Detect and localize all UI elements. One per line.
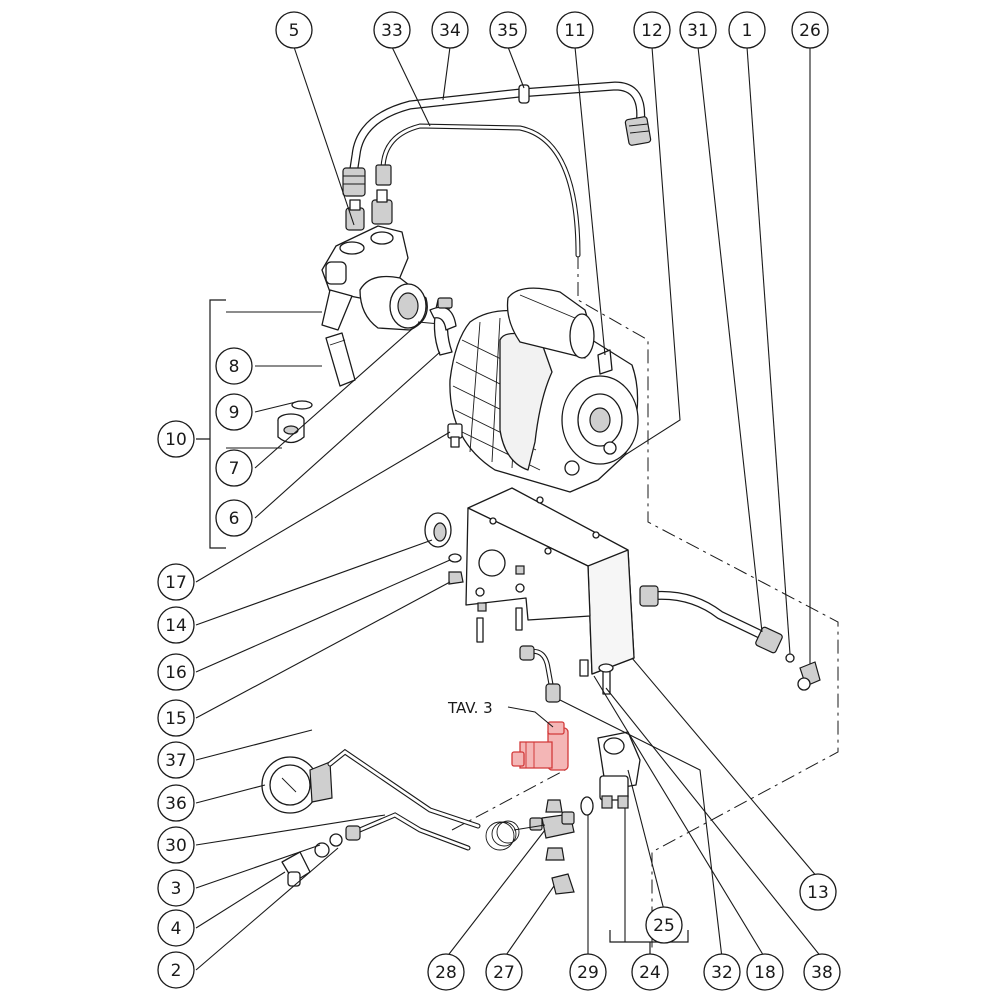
callout-4[interactable]: 4	[157, 909, 195, 947]
svg-text:1: 1	[742, 21, 753, 41]
callout-17[interactable]: 17	[157, 563, 195, 601]
svg-text:18: 18	[754, 963, 776, 983]
svg-text:10: 10	[165, 430, 187, 450]
assembly-guide-lines	[451, 255, 839, 952]
svg-text:13: 13	[807, 883, 829, 903]
drain-tap	[281, 851, 311, 887]
svg-text:2: 2	[171, 961, 182, 981]
svg-text:33: 33	[381, 21, 403, 41]
callout-38[interactable]: 38	[803, 953, 841, 991]
callout-34[interactable]: 34	[431, 11, 469, 49]
flex-hose	[639, 585, 821, 691]
pump-motor	[449, 287, 639, 493]
tube-nut-right	[624, 116, 652, 146]
callout-2[interactable]: 2	[157, 951, 195, 989]
svg-text:27: 27	[493, 963, 515, 983]
callout-7[interactable]: 7	[215, 449, 253, 487]
grommet-washer-nut	[424, 512, 464, 585]
svg-text:36: 36	[165, 794, 187, 814]
callout-33[interactable]: 33	[373, 11, 411, 49]
svg-text:28: 28	[435, 963, 457, 983]
lower-fittings	[529, 796, 594, 895]
solenoid-valve	[597, 731, 641, 809]
svg-text:17: 17	[165, 573, 187, 593]
callout-24[interactable]: 24	[631, 953, 669, 991]
svg-text:38: 38	[811, 963, 833, 983]
middle-fittings	[519, 645, 614, 703]
callout-26[interactable]: 26	[791, 11, 829, 49]
callout-36[interactable]: 36	[157, 784, 195, 822]
callout-8[interactable]: 8	[215, 347, 253, 385]
callout-14[interactable]: 14	[157, 606, 195, 644]
callout-9[interactable]: 9	[215, 393, 253, 431]
pump-clamp	[429, 297, 457, 356]
motor-bolt	[447, 423, 463, 448]
callout-18[interactable]: 18	[746, 953, 784, 991]
svg-text:29: 29	[577, 963, 599, 983]
callout-32[interactable]: 32	[703, 953, 741, 991]
svg-text:26: 26	[799, 21, 821, 41]
callout-3[interactable]: 3	[157, 869, 195, 907]
svg-text:37: 37	[165, 751, 187, 771]
callout-16[interactable]: 16	[157, 653, 195, 691]
svg-text:24: 24	[639, 963, 661, 983]
svg-text:3: 3	[171, 879, 182, 899]
callout-6[interactable]: 6	[215, 499, 253, 537]
svg-text:25: 25	[653, 916, 675, 936]
svg-text:34: 34	[439, 21, 461, 41]
callout-leaders	[195, 46, 823, 971]
callout-27[interactable]: 27	[485, 953, 523, 991]
callout-15[interactable]: 15	[157, 699, 195, 737]
reference-label: TAV. 3	[447, 699, 493, 717]
tube-nut-left	[342, 167, 366, 197]
capillary-nut	[375, 164, 392, 186]
svg-text:5: 5	[289, 21, 300, 41]
drain-tube	[314, 812, 471, 858]
svg-text:16: 16	[165, 663, 187, 683]
svg-text:8: 8	[229, 357, 240, 377]
callout-5[interactable]: 5	[275, 11, 313, 49]
callout-1[interactable]: 1	[728, 11, 766, 49]
pump-internal-parts	[277, 332, 356, 444]
svg-text:7: 7	[229, 459, 240, 479]
callout-13[interactable]: 13	[799, 873, 837, 911]
upper-tubing	[342, 81, 652, 258]
svg-text:15: 15	[165, 709, 187, 729]
callout-29[interactable]: 29	[569, 953, 607, 991]
svg-text:30: 30	[165, 836, 187, 856]
callout-25[interactable]: 25	[645, 906, 683, 944]
assembly-bracket-10	[196, 299, 226, 549]
svg-text:14: 14	[165, 616, 187, 636]
pressure-gauge	[261, 756, 333, 814]
svg-text:11: 11	[564, 21, 586, 41]
callout-10[interactable]: 10	[157, 420, 195, 458]
o-ring	[291, 400, 313, 410]
tube-sleeve	[518, 84, 530, 104]
gauge-capillary	[327, 748, 546, 851]
svg-text:35: 35	[497, 21, 519, 41]
svg-text:6: 6	[229, 509, 240, 529]
callout-35[interactable]: 35	[489, 11, 527, 49]
svg-text:32: 32	[711, 963, 733, 983]
svg-text:12: 12	[641, 21, 663, 41]
callout-11[interactable]: 11	[556, 11, 594, 49]
tav3-tee-fitting	[511, 721, 569, 771]
callout-28[interactable]: 28	[427, 953, 465, 991]
callout-37[interactable]: 37	[157, 741, 195, 779]
mounting-bracket	[465, 487, 635, 675]
callout-30[interactable]: 30	[157, 826, 195, 864]
filter-cartridge	[325, 332, 356, 387]
svg-text:31: 31	[687, 21, 709, 41]
svg-text:4: 4	[171, 919, 182, 939]
callout-31[interactable]: 31	[679, 11, 717, 49]
callout-12[interactable]: 12	[633, 11, 671, 49]
pump-body	[321, 225, 441, 331]
svg-text:9: 9	[229, 403, 240, 423]
